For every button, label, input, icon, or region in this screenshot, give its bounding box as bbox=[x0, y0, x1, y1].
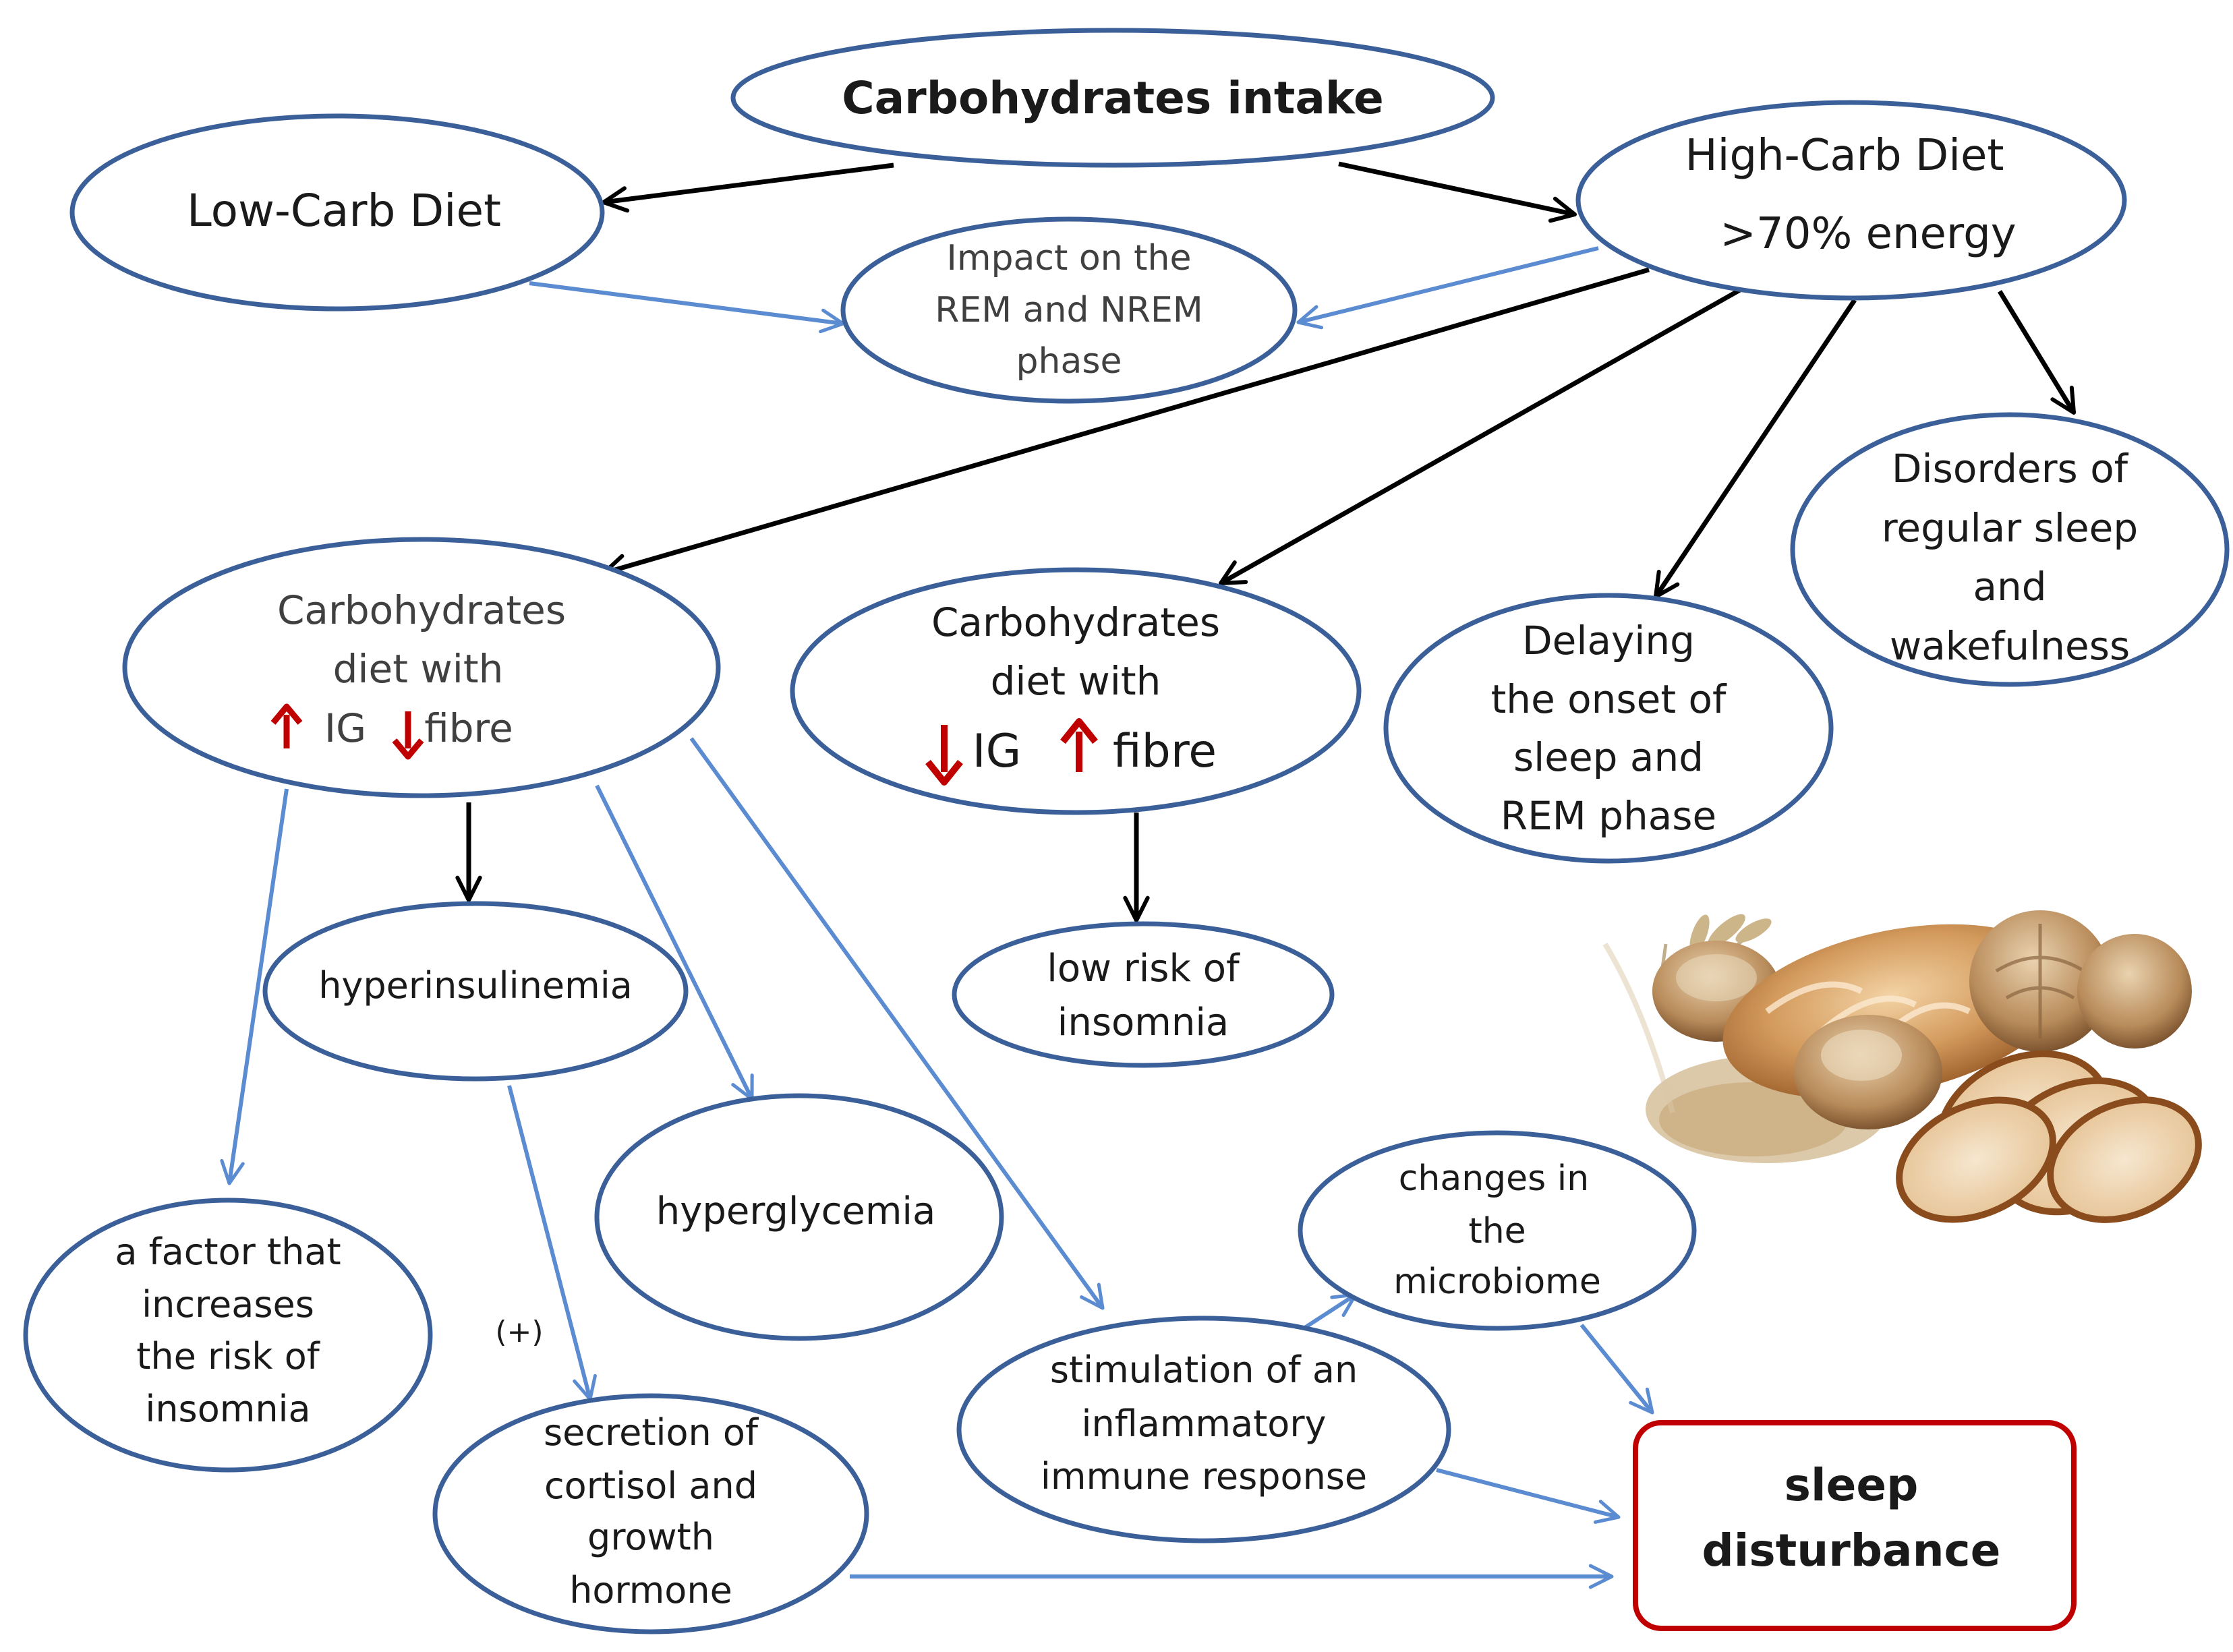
low-risk-line1: low risk of bbox=[1047, 947, 1240, 991]
node-inflammatory: stimulation of an inflammatory immune re… bbox=[956, 1316, 1451, 1543]
node-low-risk: low risk of insomnia bbox=[952, 921, 1335, 1068]
node-high-carb: High-Carb Diet >70% energy bbox=[1575, 100, 2127, 301]
node-delaying: Delaying the onset of sleep and REM phas… bbox=[1383, 593, 1834, 864]
disorders-line3: and bbox=[1973, 564, 2046, 610]
low-risk-line2: insomnia bbox=[1057, 1001, 1229, 1044]
node-microbiome: changes in the microbiome bbox=[1298, 1130, 1697, 1331]
node-factor: a factor that increases the risk of inso… bbox=[23, 1198, 433, 1473]
arrow-up-icon bbox=[270, 703, 303, 748]
plus-label: (+) bbox=[495, 1315, 543, 1349]
factor-line2: increases bbox=[142, 1283, 314, 1326]
arrow-down-icon bbox=[925, 725, 963, 786]
microbiome-line1: changes in bbox=[1399, 1158, 1589, 1199]
arrow-inflammatory-to-microbiome bbox=[1300, 1293, 1358, 1332]
black-arrows bbox=[455, 161, 2076, 922]
disorders-line1: Disorders of bbox=[1892, 446, 2129, 492]
delaying-line4: REM phase bbox=[1501, 793, 1716, 839]
cortisol-line3: growth bbox=[587, 1516, 714, 1558]
arrow-highcarb-to-lowig bbox=[1219, 287, 1741, 586]
arrow-inflammatory-to-sleep bbox=[1436, 1468, 1621, 1524]
blue-arrows bbox=[220, 246, 1654, 1589]
high-ig-line1: Carbohydrates bbox=[277, 587, 566, 633]
low-ig-ig-label: IG bbox=[973, 725, 1022, 778]
disorders-line4: wakefulness bbox=[1890, 623, 2130, 669]
node-hyperinsulinemia: hyperinsulinemia bbox=[262, 901, 689, 1082]
cortisol-line4: hormone bbox=[569, 1569, 732, 1612]
arrow-microbiome-to-sleep bbox=[1579, 1324, 1654, 1415]
microbiome-line3: microbiome bbox=[1393, 1262, 1601, 1302]
node-high-ig: Carbohydrates diet with IG fibre bbox=[122, 537, 721, 798]
inflammatory-line2: inflammatory bbox=[1082, 1403, 1327, 1445]
sleep-line1: sleep bbox=[1785, 1459, 1919, 1511]
carb-intake-label: Carbohydrates intake bbox=[842, 72, 1384, 124]
high-carb-energy-label: >70% energy bbox=[1720, 209, 2016, 259]
sleep-line2: disturbance bbox=[1702, 1525, 2001, 1576]
impact-line1: Impact on the bbox=[946, 238, 1191, 278]
high-ig-line2: diet with bbox=[333, 646, 504, 692]
hyperglycemia-label: hyperglycemia bbox=[656, 1189, 936, 1233]
low-ig-line1: Carbohydrates bbox=[931, 599, 1220, 645]
arrow-intake-to-highcarb bbox=[1338, 161, 1577, 223]
hyperinsulinemia-label: hyperinsulinemia bbox=[318, 964, 633, 1007]
node-impact: Impact on the REM and NREM phase bbox=[840, 216, 1298, 404]
node-carb-intake: Carbohydrates intake bbox=[730, 28, 1495, 168]
low-ig-fibre-label: fibre bbox=[1113, 725, 1217, 778]
low-ig-line2: diet with bbox=[991, 658, 1161, 704]
node-hyperglycemia: hyperglycemia bbox=[594, 1093, 1004, 1341]
inflammatory-line1: stimulation of an bbox=[1050, 1349, 1358, 1391]
impact-line2: REM and NREM bbox=[935, 290, 1203, 330]
node-low-carb: Low-Carb Diet bbox=[69, 113, 605, 312]
arrow-intake-to-lowcarb bbox=[602, 163, 894, 213]
cortisol-line2: cortisol and bbox=[544, 1465, 757, 1507]
factor-line1: a factor that bbox=[115, 1231, 341, 1273]
delaying-line2: the onset of bbox=[1491, 676, 1727, 722]
arrow-highig-to-hyperglycemia bbox=[595, 784, 754, 1101]
high-ig-ig-label: IG bbox=[324, 705, 366, 751]
low-carb-label: Low-Carb Diet bbox=[187, 185, 501, 237]
arrow-down-icon bbox=[392, 711, 424, 760]
arrow-hyperinsulinemia-to-cortisol bbox=[507, 1085, 597, 1401]
high-ig-fibre-label: fibre bbox=[424, 705, 513, 751]
bread-illustration bbox=[1602, 910, 2202, 1223]
factor-line3: the risk of bbox=[136, 1335, 321, 1378]
delaying-line3: sleep and bbox=[1513, 734, 1704, 780]
impact-line3: phase bbox=[1016, 341, 1122, 382]
arrow-highcarb-to-delaying bbox=[1654, 299, 1857, 599]
node-disorders: Disorders of regular sleep and wakefulne… bbox=[1790, 412, 2230, 687]
high-carb-label: High-Carb Diet bbox=[1685, 131, 2004, 181]
factor-line4: insomnia bbox=[145, 1388, 310, 1430]
arrow-highig-to-inflammatory bbox=[689, 737, 1105, 1310]
disorders-line2: regular sleep bbox=[1882, 505, 2138, 551]
arrow-highcarb-to-highig bbox=[602, 267, 1650, 580]
inflammatory-line3: immune response bbox=[1041, 1455, 1367, 1498]
node-cortisol: secretion of cortisol and growth hormone bbox=[432, 1393, 869, 1634]
microbiome-line2: the bbox=[1468, 1211, 1526, 1251]
cortisol-line1: secretion of bbox=[544, 1411, 759, 1454]
sleep-disturbance-box: sleep disturbance bbox=[1633, 1420, 2077, 1631]
arrow-highcarb-to-impact bbox=[1296, 246, 1599, 330]
arrow-up-icon bbox=[1060, 718, 1098, 772]
arrow-highig-to-factor bbox=[220, 788, 289, 1185]
node-low-ig: Carbohydrates diet with IG fibre bbox=[790, 567, 1362, 815]
delaying-line1: Delaying bbox=[1522, 618, 1695, 663]
arrow-highcarb-to-disorders bbox=[1998, 290, 2076, 415]
arrow-lowcarb-to-impact bbox=[529, 281, 845, 334]
